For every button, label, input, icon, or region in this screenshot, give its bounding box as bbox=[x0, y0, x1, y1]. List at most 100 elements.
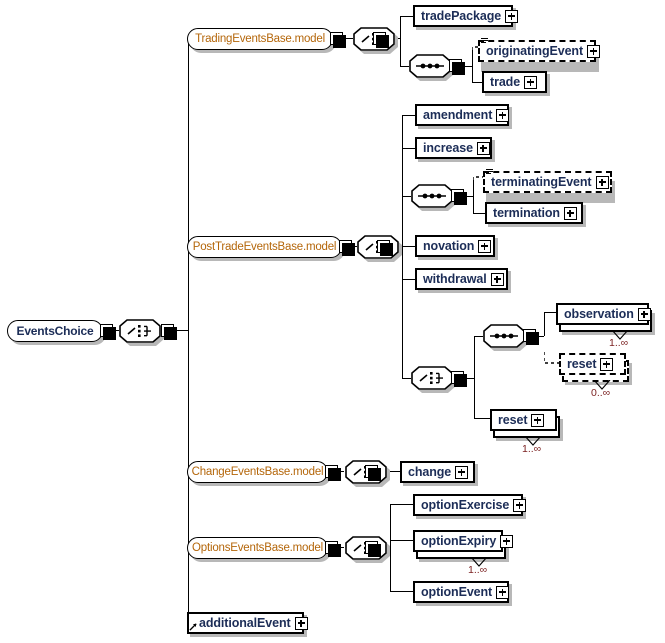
plus-icon-termination[interactable] bbox=[563, 206, 577, 220]
element-reset-label: reset bbox=[498, 413, 528, 427]
element-termination[interactable]: termination bbox=[485, 202, 583, 224]
element-optionexpiry-label: optionExpiry bbox=[421, 534, 497, 548]
plus-icon-optionexpiry[interactable] bbox=[500, 534, 514, 548]
sequence-compositor-trading[interactable] bbox=[409, 54, 451, 78]
plus-icon-reset[interactable] bbox=[531, 413, 545, 427]
line bbox=[338, 471, 344, 472]
line bbox=[544, 312, 556, 313]
plus-icon-amendment[interactable] bbox=[496, 108, 510, 122]
element-tradepackage[interactable]: tradePackage bbox=[413, 5, 519, 27]
element-observation-label: observation bbox=[564, 307, 634, 321]
line bbox=[474, 336, 483, 337]
minus-icon-posttrade-choice[interactable] bbox=[377, 240, 393, 256]
element-change-label: change bbox=[408, 465, 452, 479]
plus-icon-observation[interactable] bbox=[637, 307, 651, 321]
plus-icon-tradepackage[interactable] bbox=[505, 9, 519, 23]
minus-icon-options-choice[interactable] bbox=[365, 541, 381, 557]
cardinality-reset: 1..∞ bbox=[522, 443, 542, 455]
cardinality-mark-observation bbox=[612, 330, 629, 340]
element-change[interactable]: change bbox=[400, 461, 475, 483]
line bbox=[473, 213, 485, 214]
plus-icon-terminatingevent[interactable] bbox=[595, 175, 609, 189]
minus-icon-root[interactable] bbox=[100, 324, 116, 340]
line bbox=[472, 50, 473, 82]
cardinality-mark-optionexpiry bbox=[471, 557, 488, 567]
plus-icon-optionevent[interactable] bbox=[496, 585, 510, 599]
line bbox=[402, 246, 415, 247]
minus-icon-change-choice[interactable] bbox=[365, 465, 381, 481]
element-originatingevent-label: originatingEvent bbox=[486, 44, 584, 58]
element-terminatingevent[interactable]: terminatingEvent bbox=[483, 171, 612, 193]
element-additionalevent[interactable]: additionalEvent bbox=[187, 612, 308, 634]
element-increase[interactable]: increase bbox=[415, 137, 492, 159]
line bbox=[402, 115, 415, 116]
group-tradingeventsbase-model-label: TradingEventsBase.model bbox=[195, 32, 325, 45]
minus-icon-inner-seq[interactable] bbox=[523, 329, 539, 345]
line bbox=[400, 16, 413, 17]
minus-icon-trading-model[interactable] bbox=[330, 32, 346, 48]
plus-icon-change[interactable] bbox=[455, 465, 469, 479]
cardinality-mark-reset-optional bbox=[594, 380, 611, 390]
minus-icon-trading-seq[interactable] bbox=[449, 59, 465, 75]
element-optionexercise[interactable]: optionExercise bbox=[413, 494, 527, 516]
line bbox=[390, 591, 413, 592]
minus-icon-options-model[interactable] bbox=[325, 541, 341, 557]
annotation-icon-originatingevent bbox=[481, 38, 488, 45]
element-originatingevent[interactable]: originatingEvent bbox=[478, 40, 601, 62]
group-posttradeeventsbase-model[interactable]: PostTradeEventsBase.model bbox=[187, 236, 342, 258]
sequence-compositor-termination[interactable] bbox=[411, 184, 453, 208]
element-observation[interactable]: observation bbox=[556, 303, 651, 325]
minus-icon-change-model[interactable] bbox=[325, 465, 341, 481]
cardinality-observation: 1..∞ bbox=[609, 337, 629, 349]
group-eventschoice[interactable]: EventsChoice bbox=[7, 320, 103, 342]
plus-icon-reset-optional[interactable] bbox=[600, 357, 614, 371]
annotation-icon-terminatingevent bbox=[486, 169, 493, 176]
element-reset-optional[interactable]: reset bbox=[559, 353, 626, 375]
minus-icon-trading-choice[interactable] bbox=[373, 32, 389, 48]
line bbox=[474, 336, 475, 418]
cardinality-mark-reset bbox=[525, 436, 542, 446]
group-optionseventsbase-model[interactable]: OptionsEventsBase.model bbox=[187, 537, 328, 559]
plus-icon-trade[interactable] bbox=[524, 75, 538, 89]
element-optionexpiry[interactable]: optionExpiry bbox=[413, 530, 514, 552]
element-reset[interactable]: reset bbox=[490, 409, 557, 431]
minus-icon-termination-seq[interactable] bbox=[451, 189, 467, 205]
element-reset-optional-label: reset bbox=[567, 357, 597, 371]
cardinality-reset-optional: 0..∞ bbox=[591, 387, 611, 399]
choice-compositor-observation-reset[interactable] bbox=[411, 366, 453, 390]
choice-compositor-root[interactable] bbox=[119, 319, 161, 343]
line bbox=[390, 504, 413, 505]
element-increase-label: increase bbox=[423, 141, 473, 155]
group-optionseventsbase-model-label: OptionsEventsBase.model bbox=[192, 541, 323, 554]
plus-icon-additionalevent[interactable] bbox=[294, 616, 308, 630]
plus-icon-increase[interactable] bbox=[476, 141, 490, 155]
line bbox=[536, 336, 544, 337]
line bbox=[402, 378, 411, 379]
minus-icon-root-choice[interactable] bbox=[161, 324, 177, 340]
plus-icon-originatingevent[interactable] bbox=[587, 44, 601, 58]
line bbox=[464, 378, 474, 379]
cardinality-optionexpiry: 1..∞ bbox=[468, 564, 488, 576]
element-optionexercise-label: optionExercise bbox=[421, 498, 510, 512]
element-novation[interactable]: novation bbox=[415, 235, 495, 257]
minus-icon-nested-choice[interactable] bbox=[451, 371, 467, 387]
line bbox=[343, 38, 353, 39]
group-tradingeventsbase-model[interactable]: TradingEventsBase.model bbox=[187, 28, 333, 50]
element-trade[interactable]: trade bbox=[482, 71, 547, 93]
plus-icon-optionexercise[interactable] bbox=[513, 498, 527, 512]
sequence-compositor-observation[interactable] bbox=[483, 324, 525, 348]
element-novation-label: novation bbox=[423, 239, 475, 253]
element-optionevent-label: optionEvent bbox=[421, 585, 493, 599]
minus-icon-posttrade-model[interactable] bbox=[339, 240, 355, 256]
element-amendment[interactable]: amendment bbox=[415, 104, 510, 126]
element-optionevent[interactable]: optionEvent bbox=[413, 581, 510, 603]
line bbox=[464, 196, 473, 197]
plus-icon-withdrawal[interactable] bbox=[490, 272, 504, 286]
line bbox=[544, 312, 545, 336]
element-withdrawal[interactable]: withdrawal bbox=[415, 268, 508, 290]
line bbox=[402, 196, 411, 197]
plus-icon-novation[interactable] bbox=[478, 239, 492, 253]
group-changeeventsbase-model[interactable]: ChangeEventsBase.model bbox=[187, 461, 328, 483]
line bbox=[474, 418, 490, 419]
